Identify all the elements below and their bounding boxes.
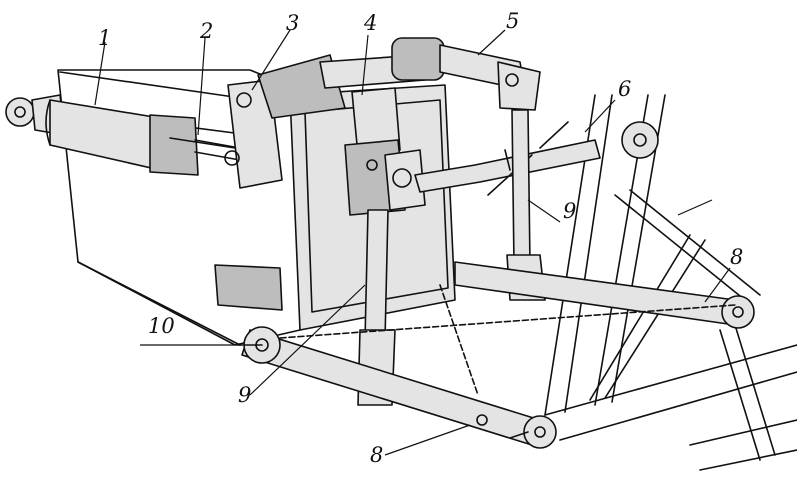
label-8-right: 8 (730, 245, 743, 269)
label-2: 2 (199, 19, 213, 43)
label-1: 1 (98, 26, 111, 50)
label-5: 5 (506, 9, 519, 33)
lower-link-left (241, 329, 557, 449)
label-9-lower: 9 (238, 383, 251, 407)
cylinder-rod (169, 137, 236, 149)
lift-cylinder (5, 94, 241, 176)
label-10: 10 (148, 314, 175, 338)
part-labels: 1 2 3 4 5 6 9 8 10 9 8 (98, 9, 743, 467)
lift-shaft (319, 37, 541, 111)
lift-rod-left (357, 209, 396, 406)
lower-link-right (454, 261, 755, 329)
label-8-lower: 8 (370, 443, 383, 467)
label-4: 4 (363, 11, 377, 35)
top-link (414, 121, 659, 196)
pivot-pin (214, 264, 283, 364)
leader-lines (94, 29, 731, 456)
label-9-upper: 9 (563, 199, 576, 223)
check-chain (279, 284, 736, 396)
label-3: 3 (286, 11, 299, 35)
label-6: 6 (618, 77, 631, 101)
upper-bracket (344, 87, 426, 216)
